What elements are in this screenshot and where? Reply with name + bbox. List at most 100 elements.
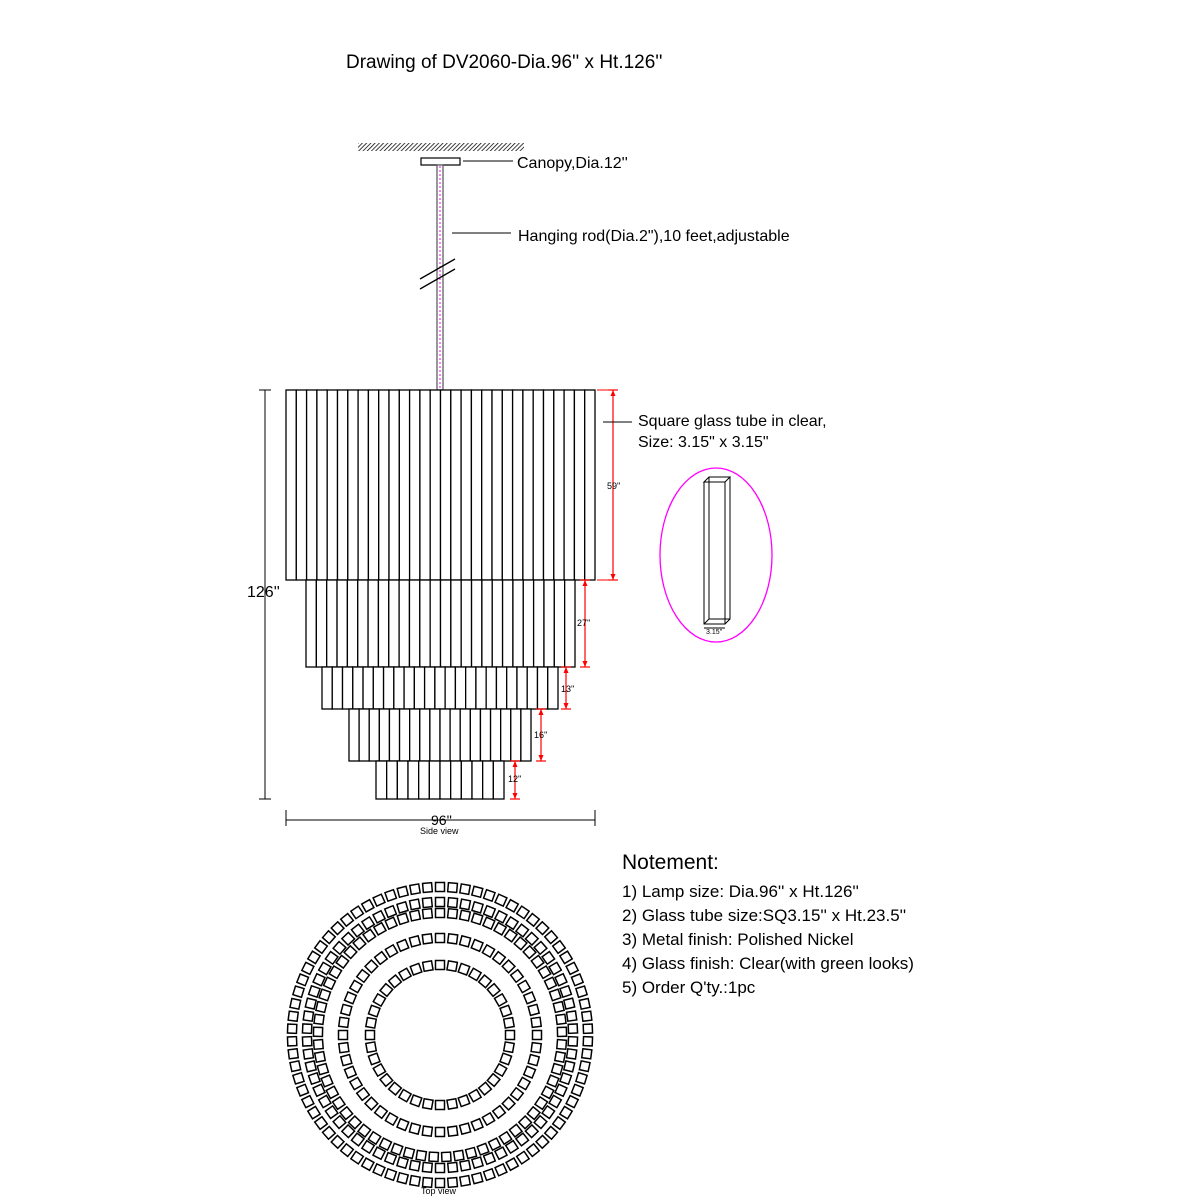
- top-view-tube-ring4: [527, 1053, 541, 1067]
- glass-tube-tier1: [573, 389, 586, 581]
- top-view-tube-ring3: [556, 1026, 568, 1038]
- glass-tube-tier4: [388, 708, 401, 762]
- top-view-tube-ring3: [361, 928, 377, 943]
- glass-tube-tier4: [378, 708, 391, 762]
- note-item: 2) Glass tube size:SQ3.15'' x Ht.23.5'': [622, 906, 907, 925]
- top-view-tube-ring2: [565, 1047, 578, 1060]
- top-view-tube-ring2: [324, 1104, 339, 1120]
- tier2-height-label: 27'': [577, 618, 591, 628]
- top-view-tube-ring5: [486, 982, 502, 998]
- top-view-tube-ring1: [306, 1105, 322, 1120]
- top-view-tube-ring3: [446, 907, 459, 920]
- top-view-tube-ring5: [367, 1004, 381, 1018]
- top-view-tube-ring4: [530, 1041, 543, 1054]
- glass-tube-tier1: [522, 389, 534, 581]
- tube-detail-highlight: [659, 467, 773, 643]
- glass-tube-tier3: [454, 666, 467, 710]
- top-view-tube-ring4: [491, 950, 507, 966]
- top-view-tube-ring2: [470, 1156, 484, 1170]
- top-view-tube-ring5: [372, 992, 387, 1008]
- top-view-tube-ring1: [515, 1150, 531, 1165]
- top-view-tube-ring1: [551, 939, 567, 955]
- glass-tube-tier3: [547, 666, 559, 710]
- top-view-tube-ring2: [396, 1156, 410, 1170]
- top-view-tube-ring4: [396, 1117, 410, 1132]
- glass-tube-tier1: [439, 389, 452, 581]
- glass-tube-detail: [702, 476, 732, 625]
- top-view-tube-ring4: [337, 1029, 349, 1041]
- top-view-tube-ring1: [574, 985, 589, 999]
- top-view-tube-ring1: [313, 1115, 329, 1131]
- glass-tube-tier3: [372, 666, 385, 710]
- arrowhead: [610, 390, 616, 396]
- glass-tube-tier3: [341, 666, 354, 710]
- glass-tube-tier1: [450, 389, 462, 581]
- glass-tube-tier5: [418, 760, 430, 800]
- top-view-tube-ring3: [440, 1151, 452, 1163]
- top-view-tube-ring1: [482, 1167, 497, 1182]
- glass-tube-tier2: [543, 579, 555, 668]
- arrowhead: [512, 761, 518, 767]
- glass-tube-tier3: [444, 666, 457, 710]
- top-view-tube-ring1: [330, 1134, 346, 1150]
- top-view-tube-ring1: [396, 885, 410, 899]
- note-item: 1) Lamp size: Dia.96'' x Ht.126'': [622, 882, 859, 901]
- top-view-tube-ring4: [373, 950, 389, 966]
- top-view-tube-ring2: [567, 1035, 579, 1047]
- glass-tube-tier1: [326, 389, 339, 581]
- top-view-tube-ring1: [494, 1162, 508, 1177]
- top-view-tube-ring4: [458, 934, 472, 948]
- top-view-tube-ring5: [457, 1094, 471, 1108]
- top-view-tube-ring2: [559, 1071, 573, 1086]
- top-view-tube-ring3: [402, 1146, 416, 1160]
- top-view-tube-ring2: [459, 898, 472, 911]
- top-view-tube-ring2: [554, 972, 568, 987]
- top-view-tube-ring1: [582, 1035, 594, 1047]
- glass-tube-tier1: [295, 389, 308, 581]
- glass-tube-tier1: [316, 389, 328, 581]
- top-view-tube-ring3: [508, 1123, 524, 1139]
- top-view-tube-ring2: [470, 900, 484, 914]
- side-view-label: Side view: [420, 826, 459, 836]
- total-height-label: 126'': [247, 584, 280, 601]
- note-item: 5) Order Q'ty.:1pc: [622, 978, 756, 997]
- glass-tube-tier2: [408, 579, 421, 668]
- top-view-tube-ring1: [458, 1174, 472, 1187]
- top-view-tube-ring3: [318, 988, 332, 1002]
- top-view-tube-ring4: [373, 1104, 389, 1120]
- top-view-tube-ring4: [458, 1122, 472, 1136]
- top-view-tube-ring2: [396, 900, 410, 914]
- top-view-tube-ring3: [322, 976, 337, 991]
- glass-tube-tier2: [460, 579, 473, 668]
- top-view-tube-ring3: [543, 976, 558, 991]
- top-view-tube-ring3: [555, 1038, 568, 1051]
- top-view-tube-ring2: [562, 1060, 576, 1073]
- top-view-tube-ring2: [541, 1104, 556, 1120]
- top-view-tube-ring2: [371, 909, 387, 924]
- glass-tube-tier5: [492, 760, 505, 800]
- arrowhead: [582, 661, 588, 667]
- top-view-tube-ring3: [553, 1050, 567, 1063]
- top-view-tube-ring2: [548, 961, 563, 976]
- top-view-tube-ring1: [578, 997, 591, 1011]
- top-view-tube-ring2: [567, 1023, 579, 1035]
- top-view-tube-ring3: [408, 909, 422, 922]
- top-view-tube-ring2: [548, 1094, 563, 1109]
- top-view-tube-ring2: [312, 972, 326, 987]
- glass-tube-tier4: [489, 708, 502, 762]
- glass-tube-tier4: [409, 708, 421, 762]
- top-view-tube-ring1: [339, 1142, 355, 1158]
- top-view-tube-ring2: [554, 1083, 568, 1098]
- tube-callout-line1: Square glass tube in clear,: [638, 413, 827, 430]
- top-view-tube-ring2: [301, 1035, 313, 1047]
- glass-tube-tier3: [506, 666, 518, 710]
- top-view-tube-ring4: [408, 1122, 422, 1136]
- glass-tube-tier2: [501, 579, 514, 668]
- top-view-tube-ring2: [350, 1132, 366, 1147]
- top-view-tube-ring3: [552, 1000, 566, 1014]
- top-view-tube-ring1: [291, 1071, 306, 1085]
- top-view-tube-ring1: [505, 1157, 520, 1172]
- top-view-tube-ring3: [537, 964, 552, 980]
- top-view-tube-ring1: [505, 898, 520, 913]
- arrowhead: [563, 703, 569, 709]
